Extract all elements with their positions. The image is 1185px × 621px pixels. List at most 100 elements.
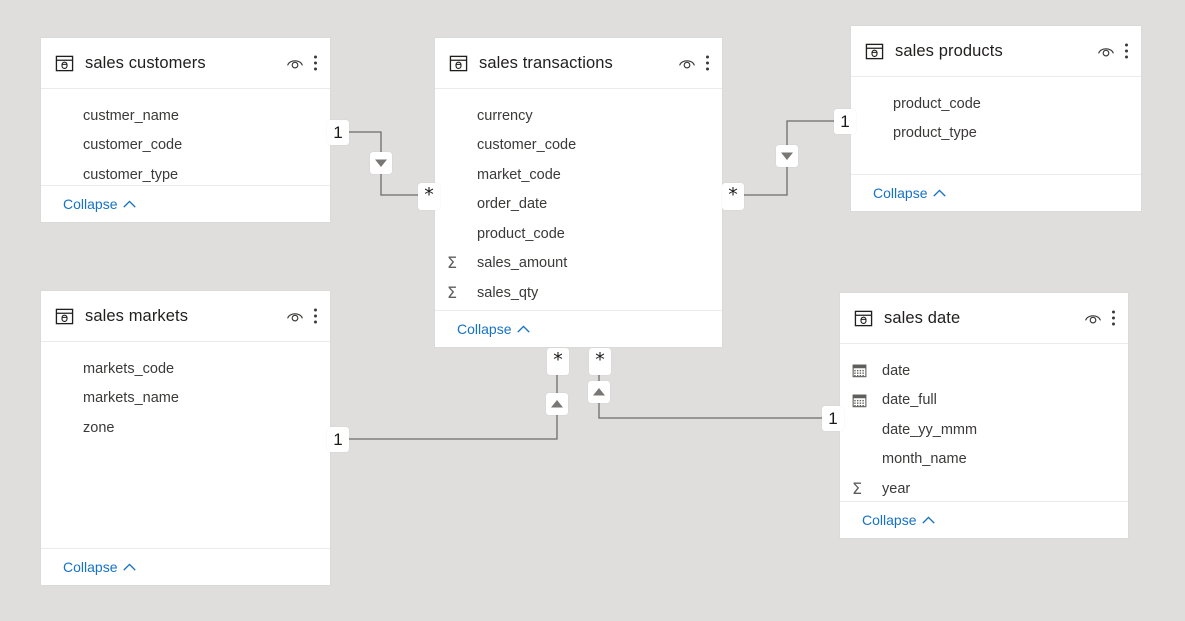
more-options-icon[interactable] bbox=[705, 54, 710, 72]
field-icon: Σ bbox=[447, 284, 469, 301]
table-header[interactable]: sales products bbox=[851, 26, 1141, 77]
field-label: currency bbox=[477, 107, 533, 124]
field-label: markets_code bbox=[83, 360, 175, 377]
cardinality-badge-one-markets[interactable]: 1 bbox=[327, 427, 349, 452]
field-label: date_full bbox=[882, 392, 937, 409]
crossfilter-arrow-down-products[interactable] bbox=[776, 145, 798, 167]
field-row[interactable]: custmer_name bbox=[41, 101, 330, 131]
cardinality-badge-one-date[interactable]: 1 bbox=[822, 406, 844, 431]
table-header[interactable]: sales customers bbox=[41, 38, 330, 89]
header-actions[interactable] bbox=[1084, 309, 1116, 327]
cardinality-badge-one-customers[interactable]: 1 bbox=[327, 120, 349, 145]
field-row[interactable]: date_yy_mmm bbox=[840, 415, 1128, 445]
arrow-up-icon bbox=[593, 388, 605, 396]
crossfilter-arrow-up-markets[interactable] bbox=[546, 393, 568, 415]
field-row[interactable]: product_code bbox=[851, 89, 1141, 119]
eye-icon[interactable] bbox=[286, 56, 304, 70]
table-card-sales-customers[interactable]: sales customers custmer_name customer_code… bbox=[41, 38, 330, 222]
more-options-icon[interactable] bbox=[1111, 309, 1116, 327]
field-label: zone bbox=[83, 419, 115, 436]
table-footer[interactable]: Collapse bbox=[840, 501, 1128, 538]
field-row[interactable]: date_full bbox=[840, 386, 1128, 416]
collapse-button[interactable]: Collapse bbox=[873, 185, 946, 201]
header-actions[interactable] bbox=[286, 54, 318, 72]
cardinality-badge-many-transactions-left[interactable]: * bbox=[418, 183, 440, 210]
table-footer[interactable]: Collapse bbox=[435, 310, 722, 347]
table-title: sales transactions bbox=[479, 53, 613, 72]
sigma-icon: Σ bbox=[447, 253, 458, 273]
chevron-up-icon bbox=[517, 325, 530, 333]
collapse-button[interactable]: Collapse bbox=[862, 512, 935, 528]
cardinality-badge-many-transactions-bottom-left[interactable]: * bbox=[547, 348, 569, 375]
table-header[interactable]: sales markets bbox=[41, 291, 330, 342]
header-actions[interactable] bbox=[678, 54, 710, 72]
chevron-up-icon bbox=[933, 189, 946, 197]
table-icon bbox=[55, 55, 74, 71]
field-row[interactable]: customer_code bbox=[435, 131, 722, 161]
calendar-icon bbox=[852, 364, 867, 378]
more-options-icon[interactable] bbox=[313, 307, 318, 325]
field-row[interactable]: product_type bbox=[851, 119, 1141, 149]
field-icon: Σ bbox=[852, 478, 874, 498]
collapse-button[interactable]: Collapse bbox=[63, 559, 136, 575]
table-footer[interactable]: Collapse bbox=[851, 174, 1141, 211]
more-options-icon[interactable] bbox=[313, 54, 318, 72]
table-header[interactable]: sales date bbox=[840, 293, 1128, 344]
field-row[interactable]: market_code bbox=[435, 160, 722, 190]
field-label: sales_amount bbox=[477, 255, 568, 272]
field-row[interactable]: date bbox=[840, 356, 1128, 386]
table-header[interactable]: sales transactions bbox=[435, 38, 722, 89]
field-row[interactable]: month_name bbox=[840, 445, 1128, 475]
field-label: product_code bbox=[477, 225, 565, 242]
collapse-button[interactable]: Collapse bbox=[457, 321, 530, 337]
field-row[interactable]: customer_type bbox=[41, 160, 330, 185]
field-row[interactable]: customer_code bbox=[41, 131, 330, 161]
field-row[interactable]: product_code bbox=[435, 219, 722, 249]
collapse-label: Collapse bbox=[63, 559, 118, 575]
crossfilter-arrow-up-date[interactable] bbox=[588, 381, 610, 403]
table-icon bbox=[865, 43, 884, 59]
cardinality-badge-one-products[interactable]: 1 bbox=[834, 109, 856, 134]
eye-icon[interactable] bbox=[1084, 311, 1102, 325]
arrow-down-icon bbox=[781, 152, 793, 160]
cardinality-badge-many-transactions-bottom-right[interactable]: * bbox=[589, 348, 611, 375]
field-row[interactable]: zone bbox=[41, 413, 330, 443]
rel-line-markets-transactions bbox=[348, 360, 558, 440]
collapse-label: Collapse bbox=[63, 196, 118, 212]
table-title: sales customers bbox=[85, 53, 206, 72]
field-row[interactable]: order_date bbox=[435, 190, 722, 220]
eye-icon[interactable] bbox=[1097, 44, 1115, 58]
sigma-icon: Σ bbox=[852, 478, 863, 498]
header-actions[interactable] bbox=[1097, 42, 1129, 60]
cardinality-badge-many-transactions-right[interactable]: * bbox=[722, 183, 744, 210]
table-field-list: custmer_name customer_code customer_type bbox=[41, 89, 330, 185]
eye-icon[interactable] bbox=[286, 309, 304, 323]
eye-icon[interactable] bbox=[678, 56, 696, 70]
table-footer[interactable]: Collapse bbox=[41, 185, 330, 222]
field-row[interactable]: markets_name bbox=[41, 384, 330, 414]
more-options-icon[interactable] bbox=[1124, 42, 1129, 60]
table-footer[interactable]: Collapse bbox=[41, 548, 330, 585]
field-label: markets_name bbox=[83, 390, 179, 407]
crossfilter-arrow-down-customers[interactable] bbox=[370, 152, 392, 174]
header-actions[interactable] bbox=[286, 307, 318, 325]
arrow-down-icon bbox=[375, 159, 387, 167]
field-row[interactable]: markets_code bbox=[41, 354, 330, 384]
chevron-up-icon bbox=[123, 200, 136, 208]
field-row[interactable]: currency bbox=[435, 101, 722, 131]
field-label: customer_code bbox=[83, 137, 183, 154]
field-label: product_type bbox=[893, 125, 977, 142]
field-label: order_date bbox=[477, 196, 548, 213]
field-label: custmer_name bbox=[83, 107, 179, 124]
field-icon bbox=[852, 393, 874, 408]
table-icon bbox=[55, 308, 74, 324]
collapse-button[interactable]: Collapse bbox=[63, 196, 136, 212]
